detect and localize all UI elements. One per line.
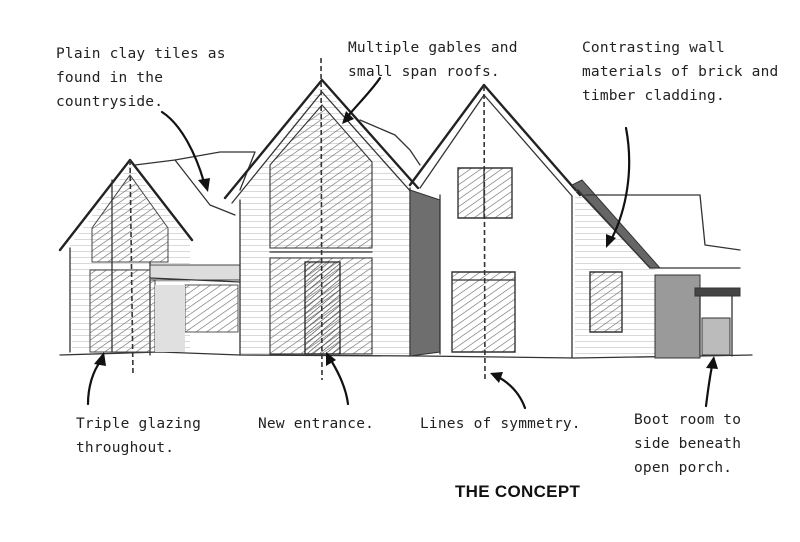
arrow-glazing [86,352,106,406]
symmetry-line-right [483,85,486,383]
annotation-glazing: Triple glazing throughout. [76,416,202,456]
annotation-roof-tiles: Plain clay tiles as found in the country… [56,46,226,110]
arrow-gables [342,76,382,124]
main-gable [223,78,441,357]
brick-wing [571,179,741,358]
annotation-wall-materials: Contrasting wall materials of brick and … [582,40,779,104]
left-roof [134,151,256,352]
arrow-wall-materials [606,126,631,248]
arrow-roof-tiles [160,110,210,192]
annotation-symmetry: Lines of symmetry. [420,416,581,432]
arrow-symmetry [490,372,527,410]
arrow-entrance [326,352,350,406]
annotation-gables: Multiple gables and small span roofs. [348,40,518,80]
symmetry-line-left [129,159,134,376]
caption-title: THE CONCEPT [455,482,581,501]
connector-roof [359,119,421,166]
boot-room [654,274,741,359]
annotation-boot-room: Boot room to side beneath open porch. [634,412,742,476]
symmetry-line-center [320,57,323,381]
annotation-entrance: New entrance. [258,416,375,432]
arrow-boot-room [704,356,718,408]
